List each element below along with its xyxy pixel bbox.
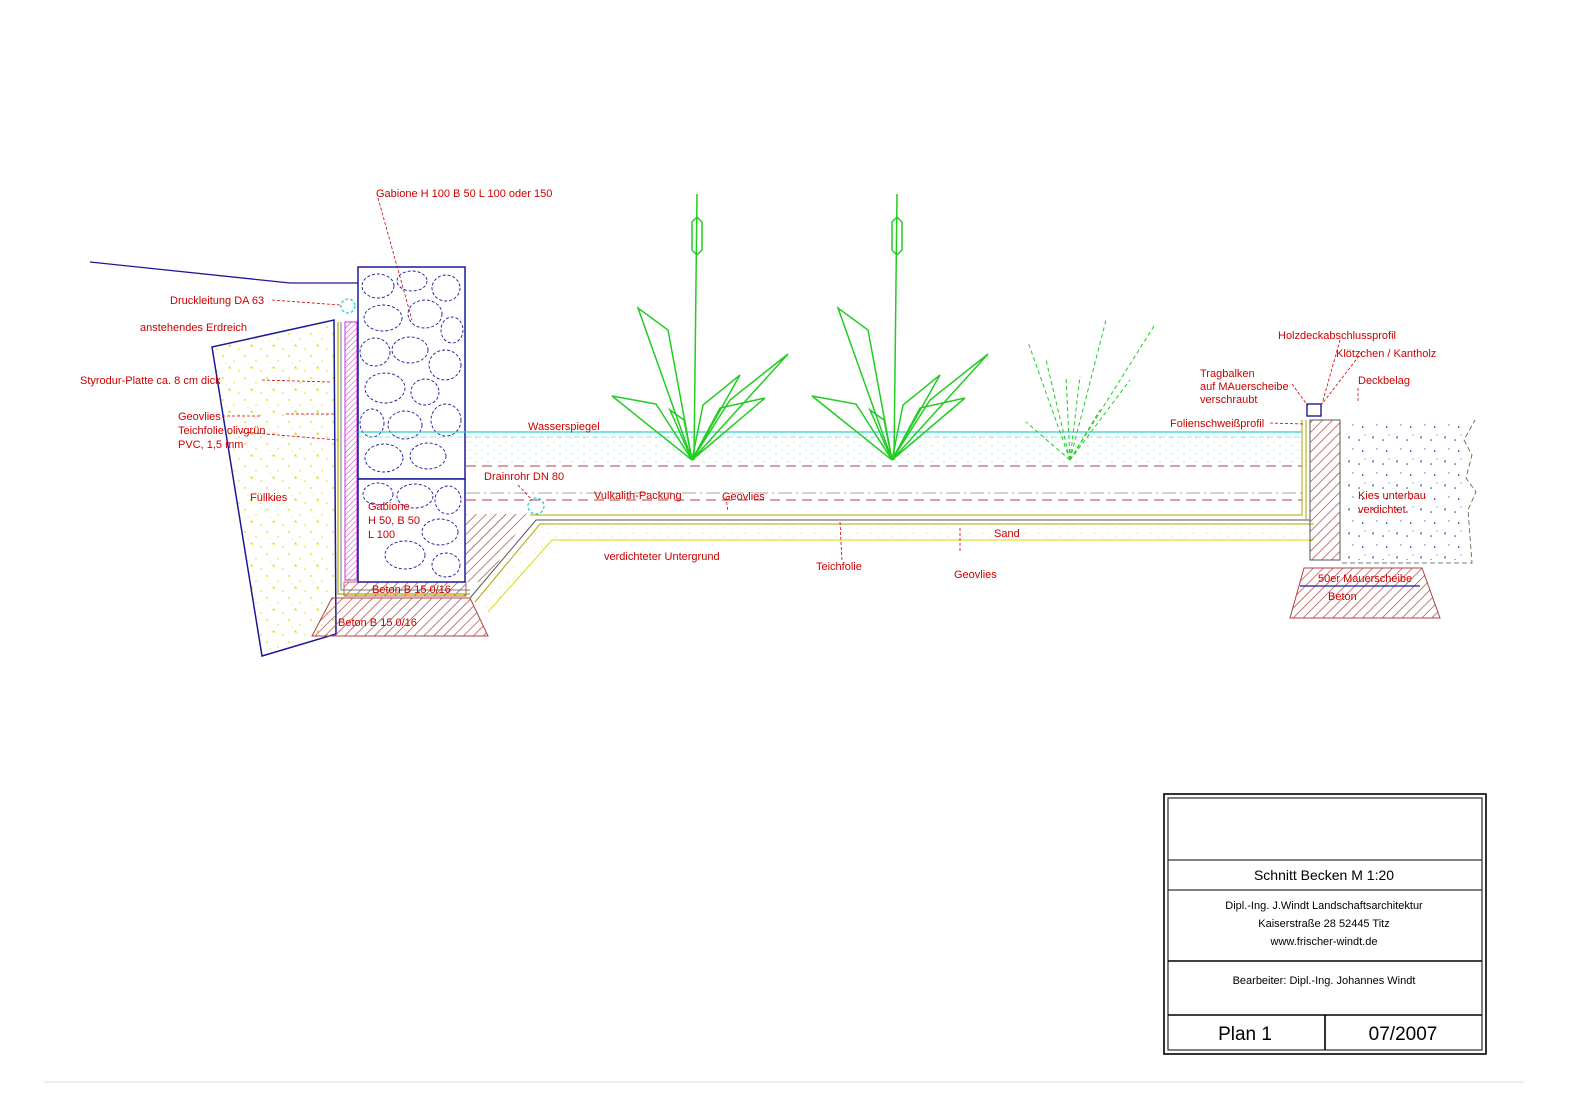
label-untergrund: verdichteter Untergrund bbox=[604, 551, 720, 563]
gabion-lower bbox=[357, 478, 466, 583]
label-tragbalken-2: auf MAuerscheibe bbox=[1200, 381, 1289, 393]
terrain-line bbox=[89, 261, 358, 284]
leader-lines bbox=[222, 197, 1363, 563]
styrodur-plate bbox=[344, 321, 358, 581]
label-sand: Sand bbox=[994, 528, 1020, 540]
label-fuellkies: Füllkies bbox=[250, 492, 288, 504]
concrete-footing-outer bbox=[311, 597, 489, 637]
cattail-plant-left bbox=[611, 193, 789, 461]
label-druckleitung: Druckleitung DA 63 bbox=[170, 295, 264, 307]
gabion-upper-stones bbox=[359, 270, 464, 473]
sand-layer bbox=[480, 524, 1314, 610]
sand-bottom-line bbox=[487, 539, 1314, 613]
label-deckbelag: Deckbelag bbox=[1358, 375, 1410, 387]
drain-pipe-circle bbox=[527, 497, 545, 515]
label-holzdeck: Holzdeckabschlussprofil bbox=[1278, 330, 1396, 342]
fill-gravel-area bbox=[211, 319, 337, 657]
label-drainrohr: Drainrohr DN 80 bbox=[484, 471, 564, 483]
label-erdreich: anstehendes Erdreich bbox=[140, 322, 247, 334]
gravel-base-right-outline bbox=[1342, 419, 1477, 564]
label-kies-1: Kies unterbau bbox=[1358, 490, 1426, 502]
membrane-left bbox=[337, 322, 470, 595]
gabion-lower-stones bbox=[362, 482, 462, 578]
title-block-plan: Plan 1 bbox=[1218, 1024, 1272, 1045]
label-teichfolie-mid: Teichfolie bbox=[816, 561, 862, 573]
right-wall bbox=[1309, 419, 1341, 561]
label-folienschweiss: Folienschweißprofil bbox=[1170, 418, 1264, 430]
title-block-date: 07/2007 bbox=[1369, 1024, 1438, 1045]
concrete-wedge bbox=[466, 514, 528, 582]
label-gabione-small-2: H 50, B 50 bbox=[368, 515, 420, 527]
gabion-upper bbox=[357, 266, 466, 480]
label-teichfolie-left: Teichfolie olivgrün bbox=[178, 425, 265, 437]
label-vulkalith: Vulkalith-Packung bbox=[594, 490, 682, 502]
cattail-plant-middle bbox=[811, 193, 989, 461]
gravel-base-right bbox=[1342, 420, 1472, 560]
label-gabione-small-3: L 100 bbox=[368, 529, 395, 541]
label-kloetzchen: Klötzchen / Kantholz bbox=[1336, 348, 1436, 360]
label-styrodur: Styrodur-Platte ca. 8 cm dick bbox=[80, 375, 221, 387]
title-block-office-2: Kaiserstraße 28 52445 Titz bbox=[1258, 918, 1389, 930]
label-tragbalken-1: Tragbalken bbox=[1200, 368, 1255, 380]
deck-profile bbox=[1306, 403, 1322, 417]
title-block: Schnitt Becken M 1:20 Dipl.-Ing. J.Windt… bbox=[1163, 793, 1487, 1055]
label-kies-2: verdichtet bbox=[1358, 504, 1406, 516]
label-beton-inner: Beton B 15 0/16 bbox=[372, 584, 451, 596]
label-geovlies-left: Geovlies bbox=[178, 411, 221, 423]
membrane-left-2 bbox=[340, 322, 470, 591]
label-gabione-top: Gabione H 100 B 50 L 100 oder 150 bbox=[376, 188, 552, 200]
title-block-office-1: Dipl.-Ing. J.Windt Landschaftsarchitektu… bbox=[1225, 900, 1423, 912]
label-geovlies-mid: Geovlies bbox=[722, 491, 765, 503]
label-gabione-small-1: Gabione bbox=[368, 501, 410, 513]
concrete-footing-right bbox=[1289, 567, 1441, 619]
title-block-office-3: www.frischer-windt.de bbox=[1270, 936, 1378, 948]
pressure-pipe-circle bbox=[340, 298, 356, 314]
label-mauerscheibe: 50er Mauerscheibe bbox=[1318, 573, 1412, 585]
label-tragbalken-3: verschraubt bbox=[1200, 394, 1257, 406]
label-pvc: PVC, 1,5 mm bbox=[178, 439, 243, 451]
label-beton-outer: Beton B 15 0/16 bbox=[338, 617, 417, 629]
label-wasserspiegel: Wasserspiegel bbox=[528, 421, 600, 433]
label-beton-right: Beton bbox=[1328, 591, 1357, 603]
grass-plant-right bbox=[1025, 319, 1155, 461]
label-geovlies-bottom: Geovlies bbox=[954, 569, 997, 581]
title-block-editor: Bearbeiter: Dipl.-Ing. Johannes Windt bbox=[1233, 975, 1416, 987]
title-block-title: Schnitt Becken M 1:20 bbox=[1254, 867, 1394, 883]
pond-liner-inner bbox=[530, 420, 1303, 516]
